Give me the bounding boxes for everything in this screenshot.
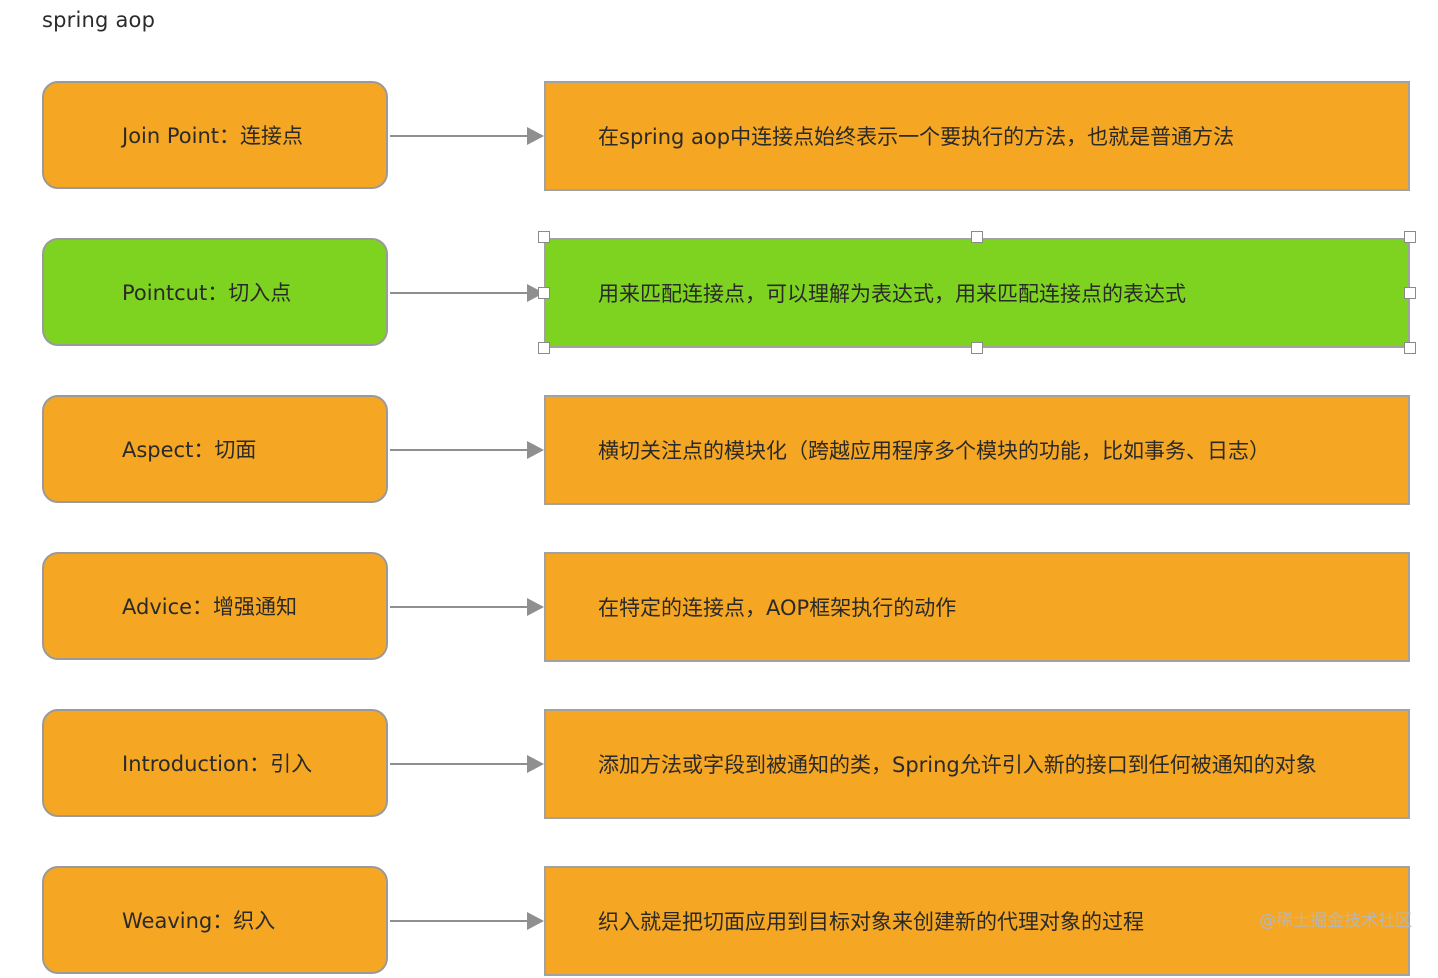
term-box-introduction[interactable]: Introduction：引入 [42,709,388,817]
term-box-advice[interactable]: Advice：增强通知 [42,552,388,660]
concept-row-advice: Advice：增强通知 在特定的连接点，AOP框架执行的动作 [0,552,1438,664]
resize-handle-top-center[interactable] [971,231,983,243]
term-box-join-point[interactable]: Join Point：连接点 [42,81,388,189]
resize-handle-top-right[interactable] [1404,231,1416,243]
description-box-pointcut[interactable]: 用来匹配连接点，可以理解为表达式，用来匹配连接点的表达式 [544,238,1410,348]
concept-row-weaving: Weaving：织入 织入就是把切面应用到目标对象来创建新的代理对象的过程 [0,866,1438,978]
resize-handle-bottom-right[interactable] [1404,342,1416,354]
connector-arrow [390,912,544,930]
description-box-join-point[interactable]: 在spring aop中连接点始终表示一个要执行的方法，也就是普通方法 [544,81,1410,191]
concept-row-introduction: Introduction：引入 添加方法或字段到被通知的类，Spring允许引入… [0,709,1438,821]
page-title: spring aop [42,8,156,32]
connector-arrow [390,598,544,616]
concept-row-aspect: Aspect：切面 横切关注点的模块化（跨越应用程序多个模块的功能，比如事务、日… [0,395,1438,507]
connector-arrow [390,284,544,302]
connector-arrow [390,441,544,459]
watermark: @稀土掘金技术社区 [1259,911,1412,931]
description-box-introduction[interactable]: 添加方法或字段到被通知的类，Spring允许引入新的接口到任何被通知的对象 [544,709,1410,819]
term-box-aspect[interactable]: Aspect：切面 [42,395,388,503]
concept-row-pointcut: Pointcut：切入点 用来匹配连接点，可以理解为表达式，用来匹配连接点的表达… [0,231,1438,354]
resize-handle-bottom-left[interactable] [538,342,550,354]
term-box-pointcut[interactable]: Pointcut：切入点 [42,238,388,346]
description-box-advice[interactable]: 在特定的连接点，AOP框架执行的动作 [544,552,1410,662]
term-box-weaving[interactable]: Weaving：织入 [42,866,388,974]
resize-handle-middle-left[interactable] [538,287,550,299]
concept-row-join-point: Join Point：连接点 在spring aop中连接点始终表示一个要执行的… [0,81,1438,193]
connector-arrow [390,755,544,773]
resize-handle-bottom-center[interactable] [971,342,983,354]
resize-handle-top-left[interactable] [538,231,550,243]
description-box-aspect[interactable]: 横切关注点的模块化（跨越应用程序多个模块的功能，比如事务、日志） [544,395,1410,505]
connector-arrow [390,127,544,145]
resize-handle-middle-right[interactable] [1404,287,1416,299]
